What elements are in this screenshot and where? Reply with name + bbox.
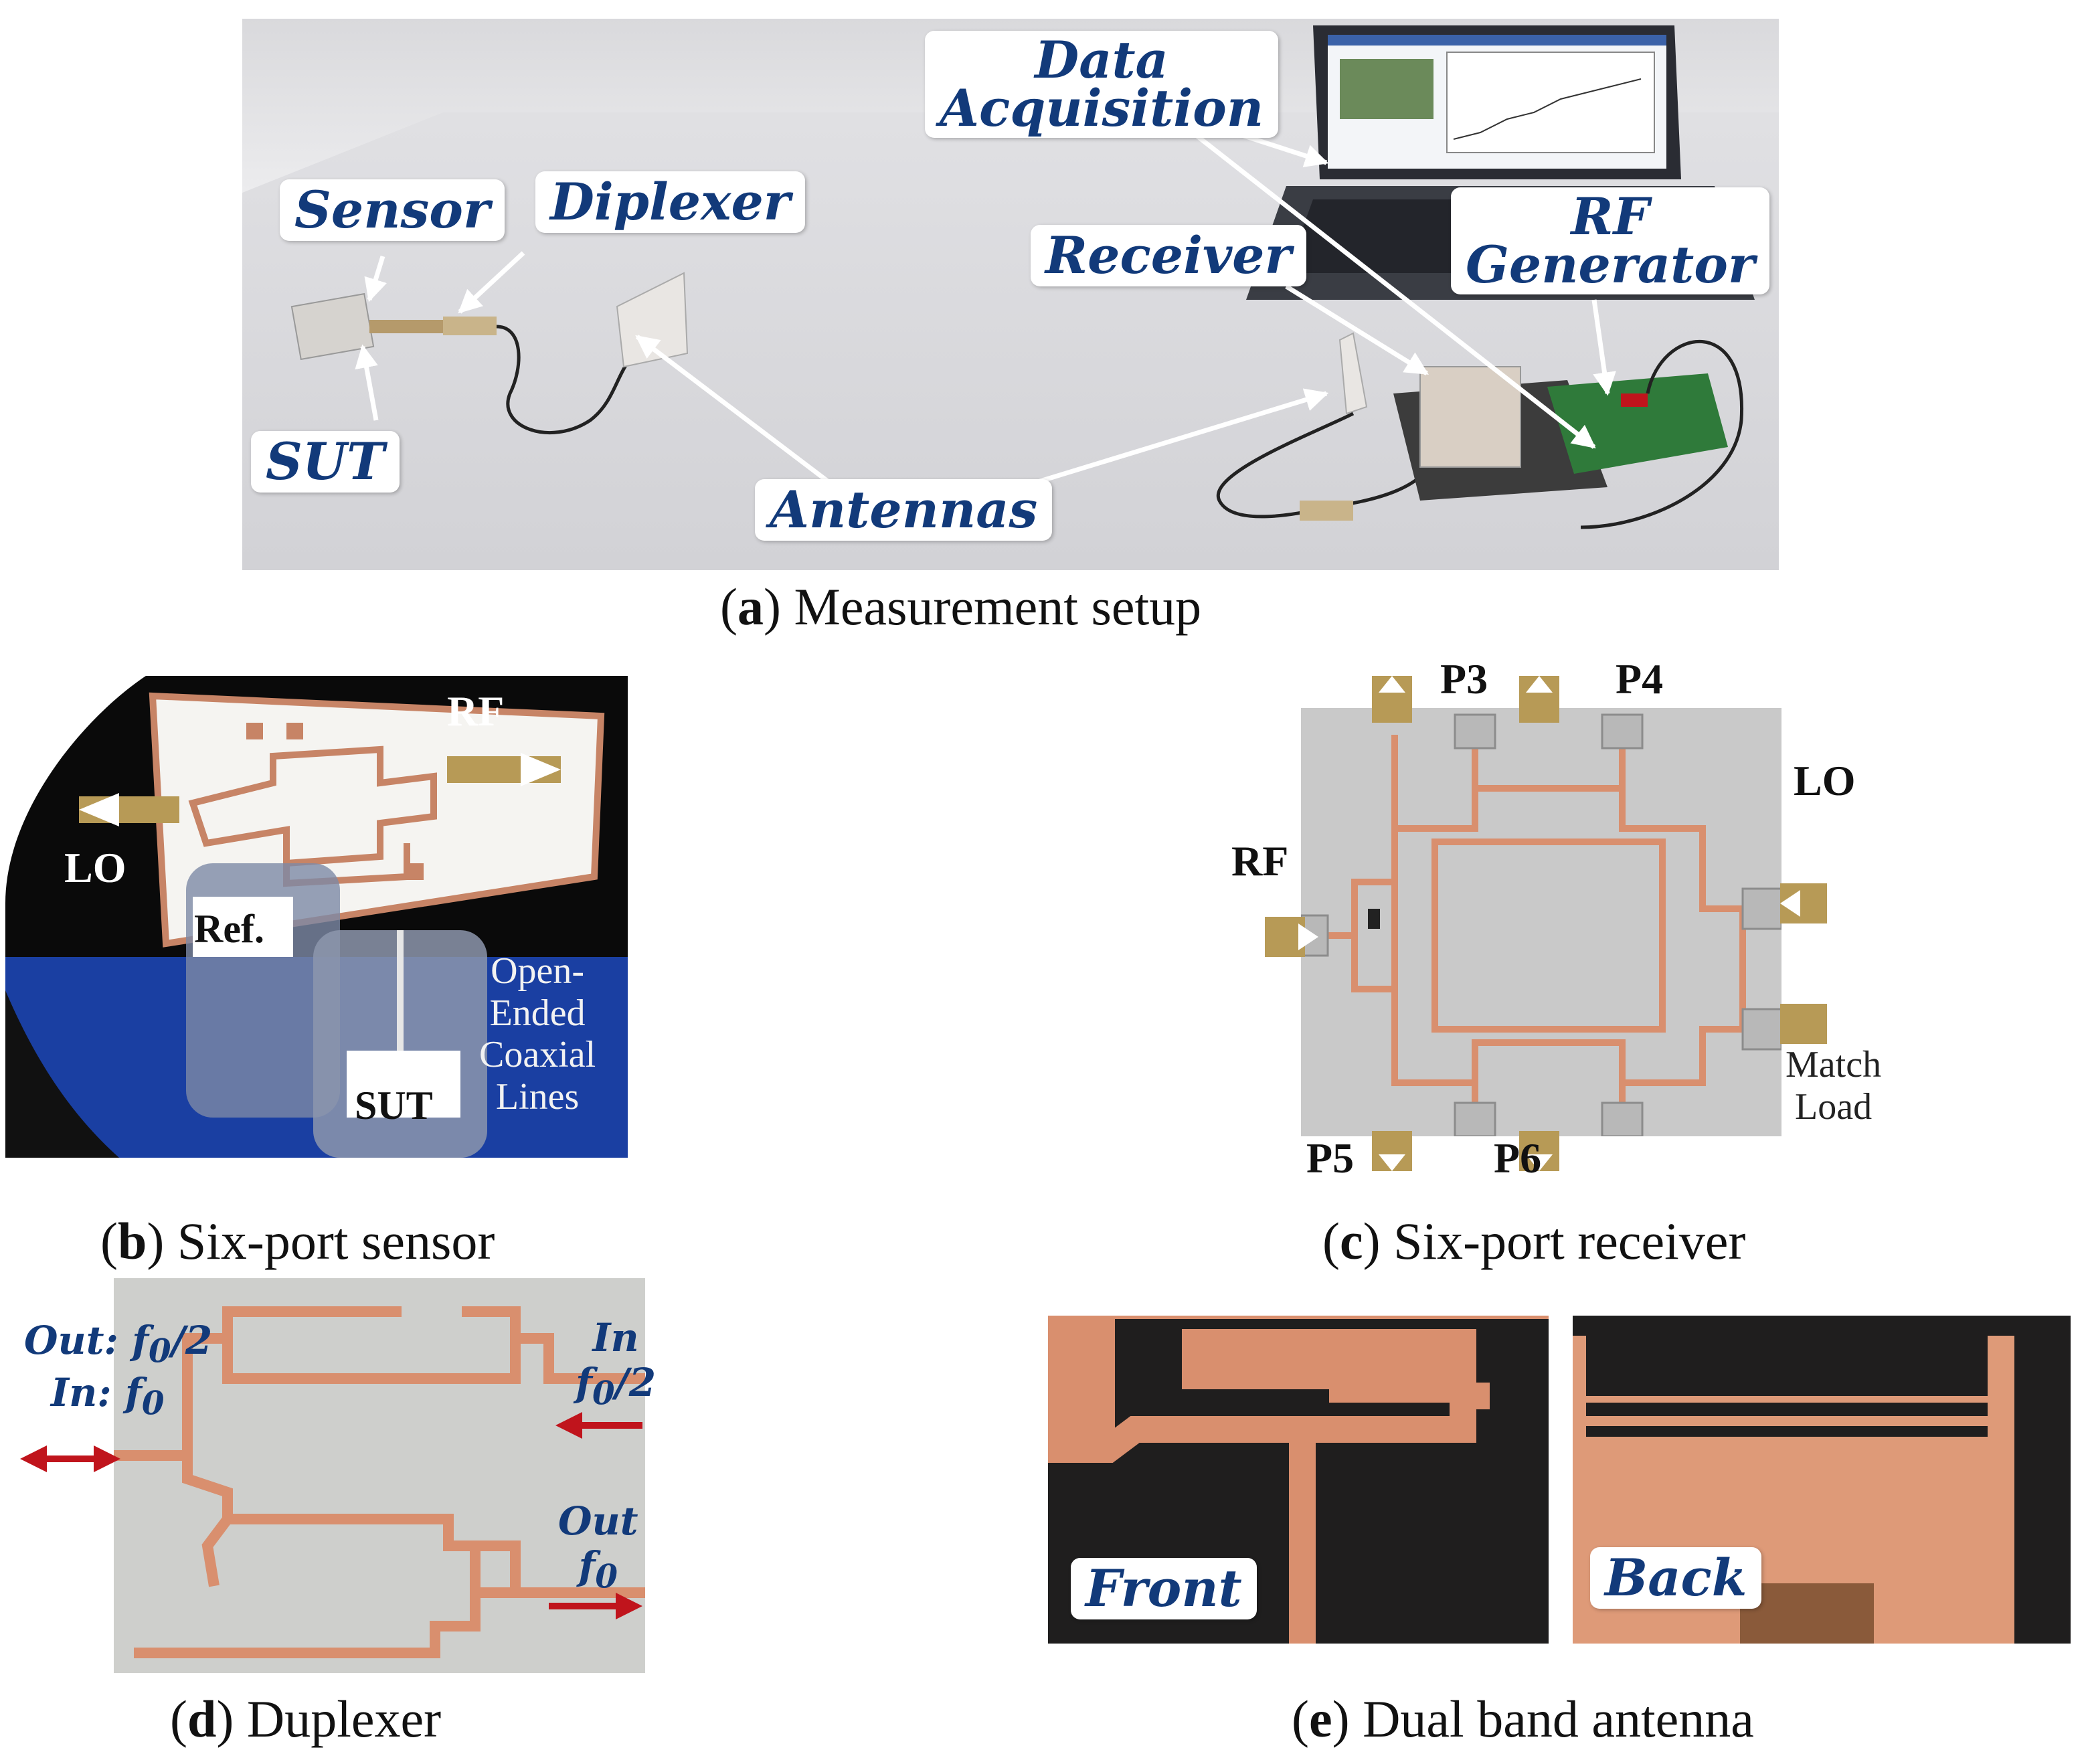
panel-c-p6-label: P6: [1494, 1134, 1542, 1182]
caption-b-text: Six-port sensor: [164, 1212, 495, 1270]
panel-c-lo-label: LO: [1794, 757, 1856, 804]
caption-d: (d) Duplexer: [170, 1690, 442, 1748]
match-load-line2: Load: [1795, 1085, 1873, 1128]
right-antenna-image: [1338, 332, 1368, 415]
open-ended-line4: Lines: [495, 1076, 580, 1118]
caption-d-text: Duplexer: [234, 1690, 442, 1748]
back-label: Back: [1590, 1547, 1762, 1609]
panel-d-in-right-label: In f0/2: [576, 1316, 656, 1413]
out-right-line2: f0: [578, 1542, 618, 1596]
out-left-label: Out: f0/2: [24, 1318, 213, 1371]
panel-d-left-label: Out: f0/2 In: f0: [24, 1318, 212, 1423]
in-right-line2: f0/2: [576, 1359, 657, 1413]
panel-c-p3-label: P3: [1440, 655, 1488, 703]
caption-b-letter: b: [117, 1212, 147, 1270]
sensor-board-image: [290, 292, 638, 435]
panel-b-rf-label: RF: [447, 687, 505, 735]
data-acquisition-line1: Data: [1035, 30, 1168, 90]
panel-c-match-load-label: Match Load: [1786, 1044, 1881, 1128]
data-acquisition-label: Data Acquisition: [925, 30, 1279, 139]
antenna-back-illustration: [1573, 1316, 2071, 1644]
open-ended-line1: Open-: [491, 950, 585, 992]
rf-generator-line2: Generator: [1466, 235, 1755, 295]
caption-a-text: Measurement setup: [780, 578, 1202, 636]
panel-b-lo-label: LO: [64, 844, 126, 891]
caption-c: (c) Six-port receiver: [1322, 1212, 1746, 1270]
duplexer-illustration: [114, 1278, 645, 1673]
receiver-board-image: [1393, 366, 1607, 501]
caption-e: (e) Dual band antenna: [1292, 1690, 1754, 1748]
data-acquisition-line2: Acquisition: [940, 78, 1264, 139]
caption-a-letter: a: [737, 578, 764, 636]
panel-c-p5-label: P5: [1306, 1134, 1355, 1182]
panel-c-rf-label: RF: [1231, 837, 1289, 885]
panel-b-ref-label: Ref.: [194, 907, 264, 951]
panel-e-back-photo: [1573, 1316, 2071, 1644]
caption-c-letter: c: [1339, 1212, 1363, 1270]
panel-d-photo: [114, 1278, 645, 1673]
rf-generator-board-image: [1547, 373, 1728, 474]
rf-generator-label: RF Generator: [1451, 187, 1769, 295]
receiver-label: Receiver: [1031, 225, 1306, 286]
panel-d-out-right-label: Out f0: [558, 1499, 638, 1596]
panel-c-photo: [1301, 708, 1781, 1136]
left-antenna-image: [616, 272, 689, 368]
six-port-sensor-illustration: [5, 676, 628, 1158]
in-right-line1: In: [592, 1315, 639, 1360]
caption-a: (a) Measurement setup: [720, 578, 1202, 636]
caption-b: (b) Six-port sensor: [100, 1212, 495, 1270]
rf-generator-line1: RF: [1571, 187, 1650, 246]
panel-b-sut-label: SUT: [355, 1083, 433, 1128]
diplexer-label: Diplexer: [535, 171, 805, 233]
antennas-label: Antennas: [755, 479, 1053, 541]
front-label: Front: [1071, 1558, 1257, 1619]
open-ended-line2: Ended: [489, 992, 586, 1034]
caption-e-text: Dual band antenna: [1349, 1690, 1754, 1748]
panel-c-p4-label: P4: [1616, 655, 1664, 703]
antenna-front-illustration: [1048, 1316, 1549, 1644]
in-left-label: In: f0: [51, 1370, 165, 1423]
sut-label: SUT: [251, 431, 400, 493]
caption-c-text: Six-port receiver: [1380, 1212, 1746, 1270]
caption-e-letter: e: [1308, 1690, 1332, 1748]
panel-c-connectors: [1265, 676, 1827, 1171]
out-right-line1: Out: [558, 1498, 638, 1544]
six-port-receiver-illustration: [1301, 708, 1781, 1136]
sensor-label: Sensor: [280, 179, 505, 241]
open-ended-line3: Coaxial: [479, 1034, 596, 1076]
panel-b-open-ended-label: Open- Ended Coaxial Lines: [479, 950, 596, 1118]
panel-d-arrows: [20, 1412, 642, 1619]
panel-b-photo: [5, 676, 628, 1158]
match-load-line1: Match: [1786, 1044, 1882, 1085]
caption-d-letter: d: [187, 1690, 217, 1748]
